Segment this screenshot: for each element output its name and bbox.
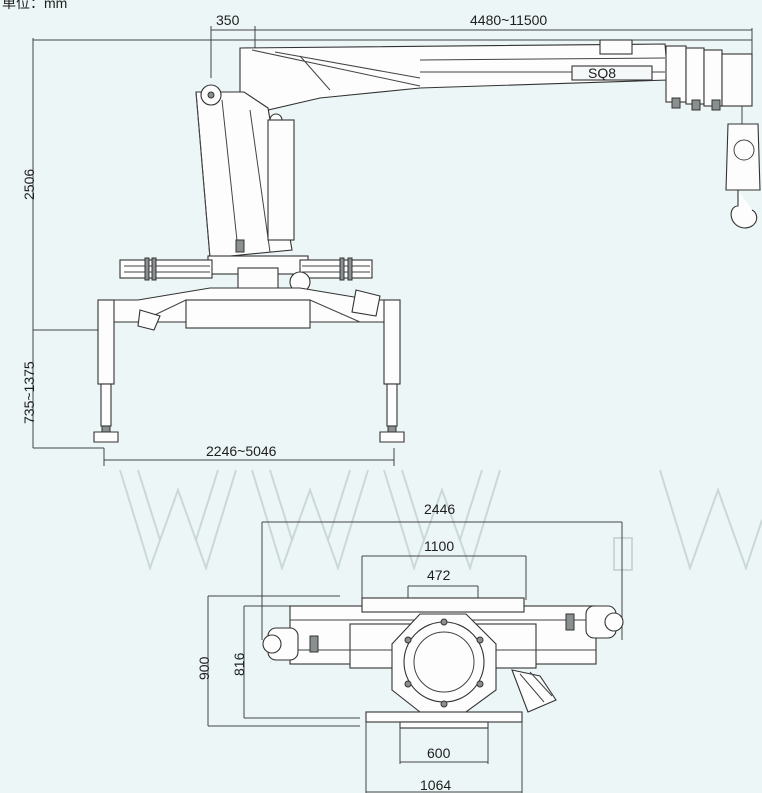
dim-leg-height: 735~1375	[21, 361, 37, 424]
dim-height: 2506	[21, 169, 37, 200]
lift-cylinder	[267, 119, 295, 241]
dim-boom-reach: 4480~11500	[470, 12, 547, 28]
hook-block	[725, 106, 761, 229]
outrigger-leg-left	[93, 299, 119, 443]
dim-plan-base-outer: 1064	[420, 777, 451, 793]
outrigger-beam-left	[119, 259, 213, 279]
outrigger-leg-right	[379, 299, 405, 443]
dim-plan-frame: 1100	[424, 538, 454, 554]
hook-icon	[730, 190, 758, 229]
dim-plan-inner: 472	[427, 567, 451, 583]
dim-outrigger-span: 2246~5046	[206, 443, 277, 459]
model-label: SQ8	[588, 65, 616, 81]
dim-plan-depth-inner: 816	[231, 652, 247, 676]
plan-base-plate	[365, 711, 523, 723]
dim-350: 350	[216, 12, 240, 28]
boom-cylinder-end	[599, 39, 633, 55]
plan-outrigger-right	[565, 605, 624, 639]
slewing-motor	[511, 669, 557, 713]
slewing-ring	[403, 621, 485, 703]
unit-label: 单位：mm	[2, 0, 67, 11]
plan-view: 2446 1100 472 900 816	[196, 501, 624, 793]
outrigger-beam-right	[299, 259, 373, 279]
dim-plan-base-inner: 600	[427, 745, 451, 761]
boom-tip	[665, 45, 753, 111]
side-elevation: 350 4480~11500 2506 735~1375 SQ8	[21, 12, 761, 466]
dim-plan-depth-outer: 900	[196, 656, 212, 680]
plan-outrigger-left	[262, 627, 319, 661]
watermark	[119, 469, 762, 572]
dim-plan-total: 2446	[424, 501, 455, 517]
